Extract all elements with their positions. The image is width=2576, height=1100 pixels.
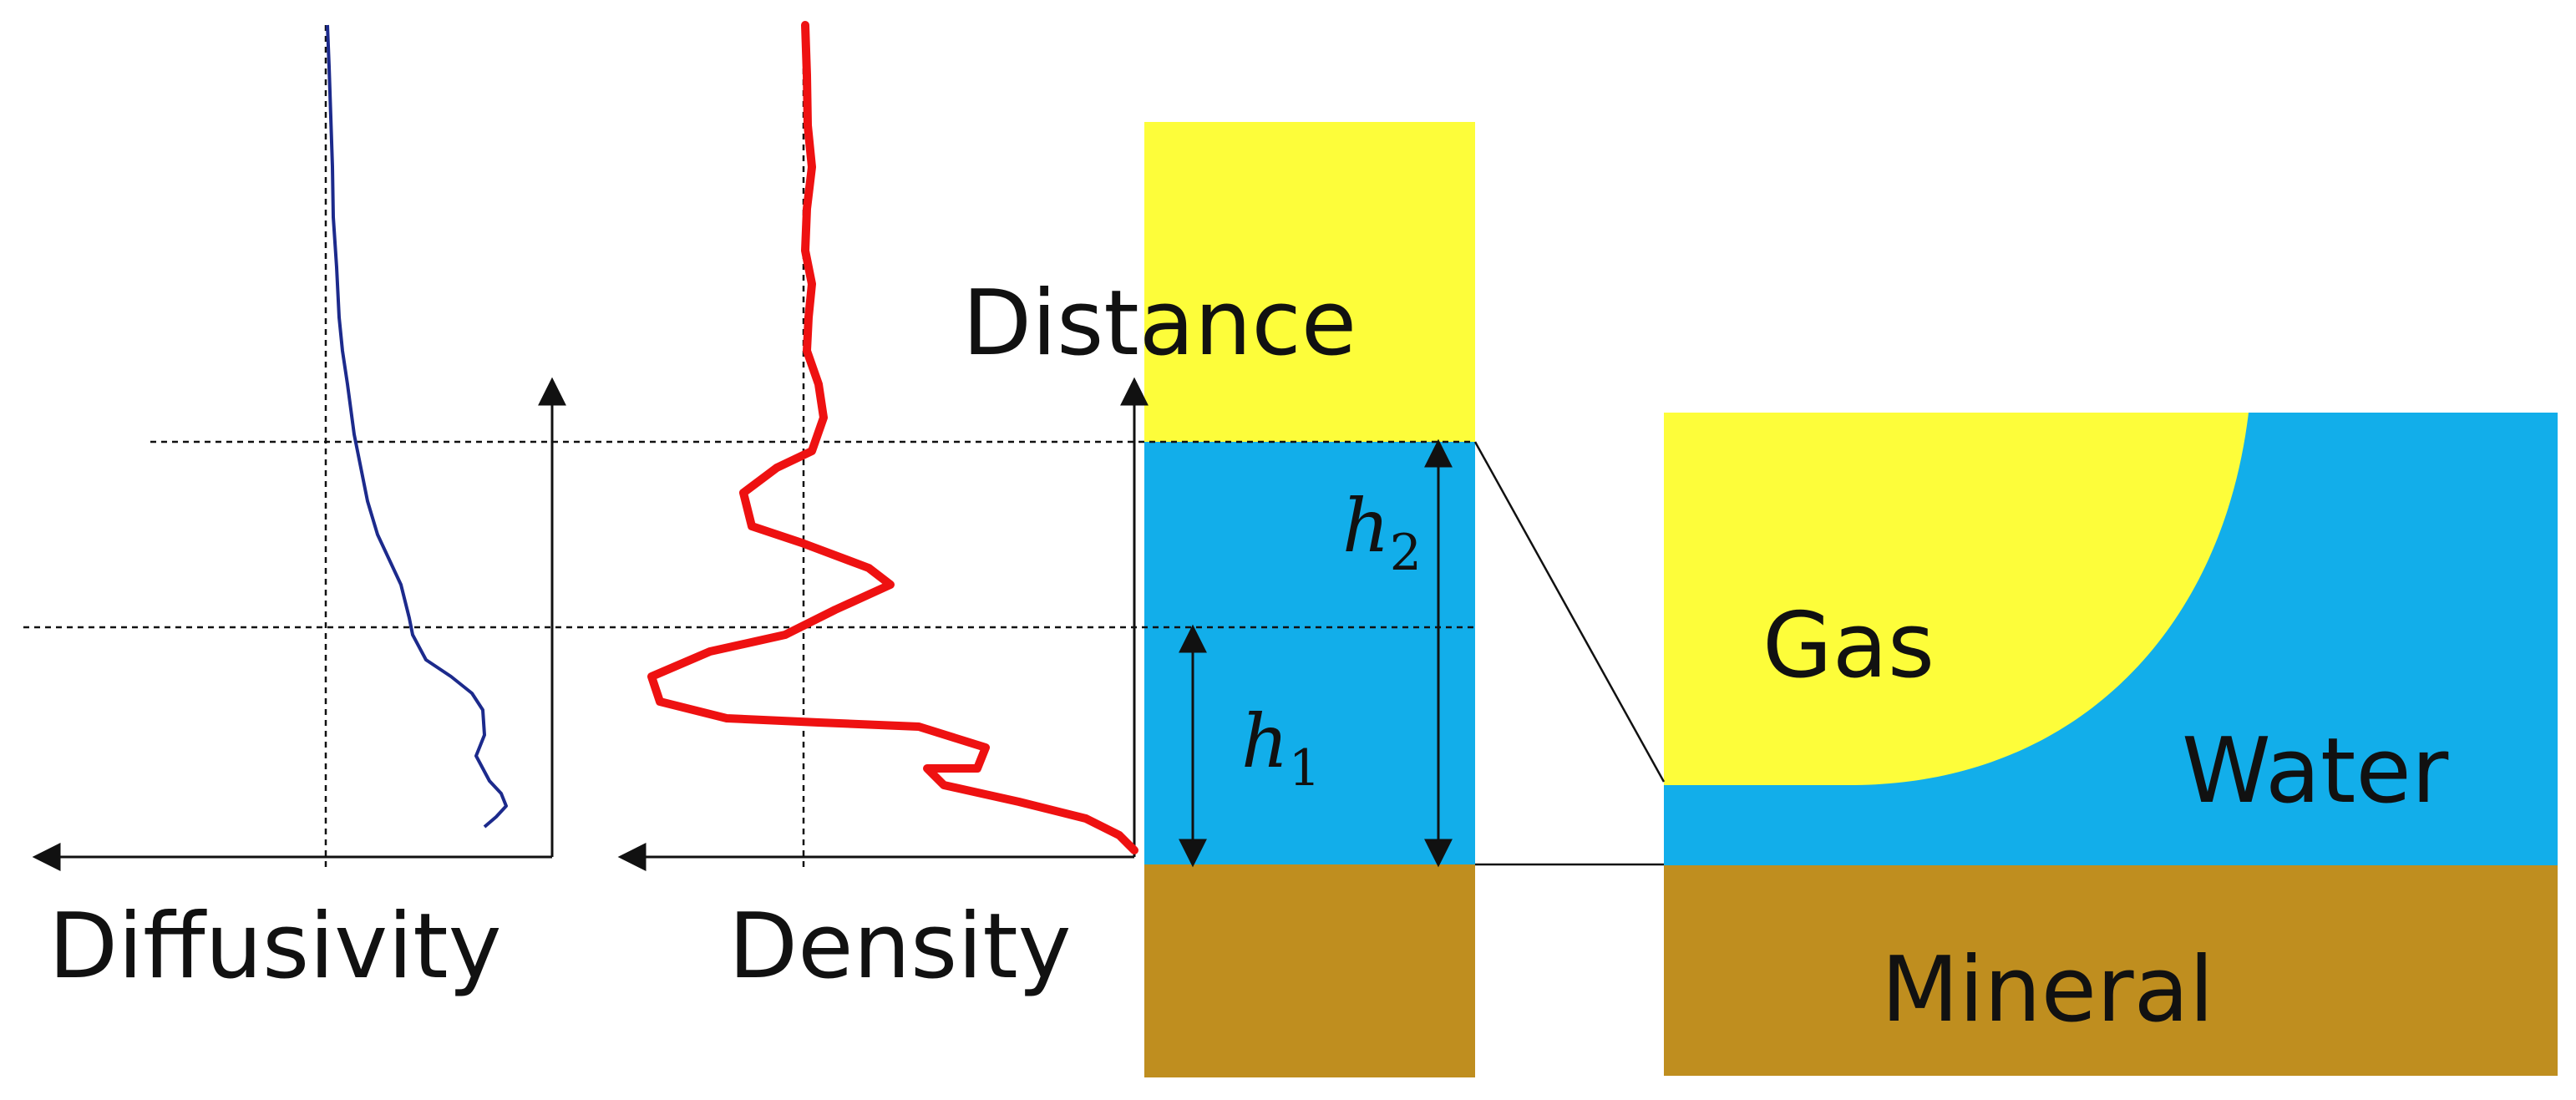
density-plot (617, 21, 1149, 871)
distance-label: Distance (962, 271, 1356, 376)
pore-gas-bubble (1664, 413, 2249, 785)
pore-zoom-view (1664, 413, 2558, 1076)
gas-label: Gas (1762, 594, 1935, 698)
h2-label: h2 (1342, 483, 1422, 582)
density-label: Density (728, 895, 1072, 999)
h1-label: h1 (1241, 698, 1321, 798)
mineral-label: Mineral (1881, 938, 2214, 1042)
diffusivity-plot (32, 24, 566, 871)
diffusivity-curve (326, 24, 508, 829)
pore-mineral-region (1664, 865, 2558, 1076)
zoom-connector-top (1473, 441, 1666, 783)
water-label: Water (2182, 719, 2449, 824)
density-curve (647, 21, 1138, 854)
diffusivity-label: Diffusivity (48, 895, 501, 999)
column-mineral-layer (1144, 864, 1475, 1077)
column-gas-layer (1144, 122, 1475, 442)
layer-column (1144, 122, 1475, 1077)
